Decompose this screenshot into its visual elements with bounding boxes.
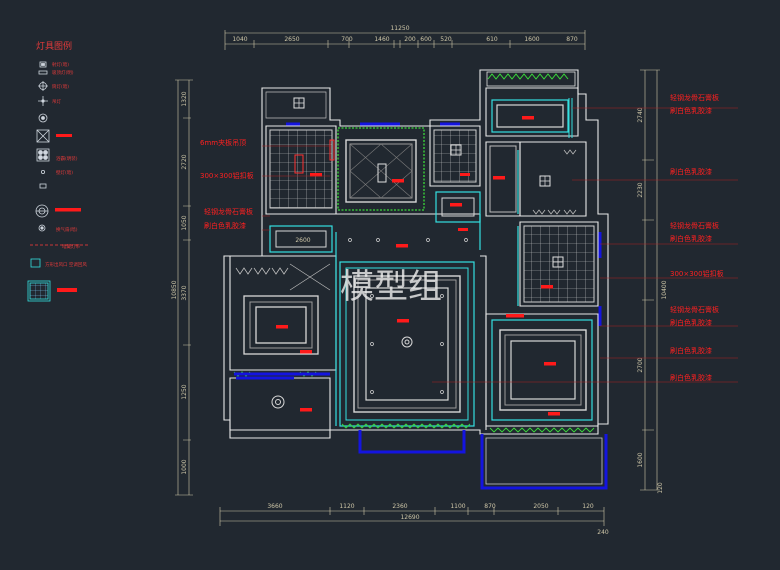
gusset-icon (27, 280, 51, 302)
note-right: 轻钢龙骨石膏板 (670, 305, 719, 314)
note-left: 6mm夹板吊顶 (200, 138, 246, 147)
bathroom-center (433, 129, 477, 183)
dim-top: 1460 (374, 36, 389, 43)
room-right-cabinet (489, 145, 577, 215)
dim-left-total: 10850 (171, 280, 178, 299)
dim-left: 1250 (181, 384, 188, 399)
corridor-panel (435, 191, 481, 231)
legend-item-label: 方形出风口 空调回风 (45, 261, 87, 268)
note-right: 刷白色乳胶漆 (670, 346, 712, 355)
note-right: 刷白色乳胶漆 (670, 106, 712, 115)
note-right: 300×300铝扣板 (670, 269, 724, 278)
wall-lamp-icon (36, 148, 50, 162)
dim-bottom-extra: 240 (597, 529, 609, 536)
dimension-labels: 11250 1040 2650 700 1460 200 600 520 610… (171, 25, 668, 536)
chandelier-icon (38, 96, 48, 106)
dim-right: 2740 (637, 107, 644, 122)
dim-top-total: 11250 (390, 25, 409, 32)
bathroom-left (269, 129, 335, 209)
dim-right-total: 10400 (661, 280, 668, 299)
note-right: 刷白色乳胶漆 (670, 234, 712, 243)
legend: 灯具图例 射灯(暗) 吸顶灯(明) 筒灯(暗) 吊灯 浴霸(明装) 壁灯(暗) … (27, 40, 90, 302)
grille-icon (30, 258, 41, 268)
bath-heater-icon (36, 129, 50, 143)
dim-bottom: 2360 (392, 503, 407, 510)
fan-icon (41, 169, 46, 174)
dim-left: 1050 (181, 215, 188, 230)
dim-right: 2230 (637, 182, 644, 197)
round-fan-icon (35, 204, 49, 218)
dim-left: 3370 (181, 285, 188, 300)
legend-item-label: 壁灯(暗) (56, 169, 73, 176)
legend-item-label: 换气扇(暗) (56, 226, 78, 233)
dim-right: 1600 (637, 452, 644, 467)
legend-item-label: 暗藏灯带 (62, 243, 80, 250)
dim-left: 2720 (181, 154, 188, 169)
room-center-top (337, 127, 425, 211)
legend-item-label: 吸顶灯(明) (52, 69, 74, 76)
balcony-top (486, 71, 576, 87)
note-left: 刷白色乳胶漆 (204, 221, 246, 230)
bedroom-right (489, 314, 595, 433)
legend-title: 灯具图例 (36, 40, 72, 52)
dim-right: 2700 (637, 357, 644, 372)
downlight-icon (38, 81, 48, 91)
dim-top: 200 (404, 36, 416, 43)
exhaust-fan-icon (38, 113, 48, 123)
balcony-rails (234, 122, 608, 490)
note-left: 300×300铝扣板 (200, 171, 254, 180)
dim-top: 520 (440, 36, 452, 43)
dim-bottom: 1120 (339, 503, 354, 510)
note-right: 刷白色乳胶漆 (670, 373, 712, 382)
dim-bottom: 3660 (267, 503, 282, 510)
dim-top: 700 (341, 36, 353, 43)
round-fan-small-icon (38, 224, 46, 232)
note-right: 轻钢龙骨石膏板 (670, 93, 719, 102)
dim-top: 1600 (524, 36, 539, 43)
ceiling-light-icon (38, 70, 48, 75)
bedroom-left (233, 263, 331, 377)
room-top-right (491, 98, 573, 138)
dim-left: 1000 (181, 459, 188, 474)
dimension-lines (175, 30, 660, 526)
dim-top: 870 (566, 36, 578, 43)
fan-small-icon (39, 183, 47, 189)
legend-item-label: 浴霸(明装) (56, 155, 78, 162)
leader-lines (262, 107, 738, 383)
dim-bottom: 1100 (450, 503, 465, 510)
note-right: 刷白色乳胶漆 (670, 318, 712, 327)
room-bottom-left (271, 395, 312, 412)
notes-right: 轻钢龙骨石膏板 刷白色乳胶漆 刷白色乳胶漆 轻钢龙骨石膏板 刷白色乳胶漆 300… (670, 93, 724, 382)
corridor-left-panel: 2600 (269, 225, 333, 253)
dim-top: 600 (420, 36, 432, 43)
note-right: 刷白色乳胶漆 (670, 167, 712, 176)
room-tag: 2600 (295, 237, 310, 244)
note-right: 轻钢龙骨石膏板 (670, 221, 719, 230)
dim-bottom: 120 (582, 503, 594, 510)
dim-bottom: 2050 (533, 503, 548, 510)
dim-top: 2650 (284, 36, 299, 43)
living-room (339, 238, 475, 429)
legend-item-label: 筒灯(暗) (52, 83, 69, 90)
legend-item-label: 吊灯 (52, 98, 61, 105)
walls (223, 69, 609, 439)
kitchen-right (523, 225, 595, 303)
notes-left: 6mm夹板吊顶 300×300铝扣板 轻钢龙骨石膏板 刷白色乳胶漆 (200, 138, 254, 230)
dim-right: 120 (657, 482, 664, 494)
dim-top: 610 (486, 36, 498, 43)
spotlight-icon (39, 61, 47, 68)
watermark: 模型组 (340, 267, 442, 307)
dim-top: 1040 (232, 36, 247, 43)
dim-bottom: 870 (484, 503, 496, 510)
legend-item-label: 射灯(暗) (52, 61, 69, 68)
room-top-left (293, 97, 305, 109)
dim-left: 1320 (181, 91, 188, 106)
dim-bottom-total: 12690 (400, 514, 419, 521)
note-left: 轻钢龙骨石膏板 (204, 207, 253, 216)
